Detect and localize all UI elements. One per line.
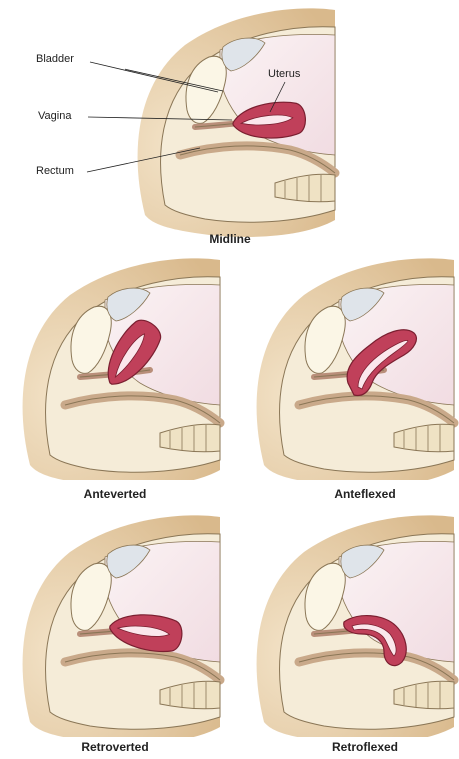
anteverted-illustration [10,255,225,480]
caption-midline: Midline [190,232,270,246]
rectum-label: Rectum [36,165,74,177]
retroflexed-panel [244,512,459,737]
bladder-label: Bladder [36,53,74,65]
caption-retroflexed: Retroflexed [310,740,420,754]
anteflexed-illustration [244,255,459,480]
caption-retroverted: Retroverted [60,740,170,754]
uterus-label: Uterus [268,68,300,80]
caption-anteverted: Anteverted [60,487,170,501]
anteflexed-panel [244,255,459,480]
anteverted-panel [10,255,225,480]
vagina-label: Vagina [38,110,71,122]
retroverted-illustration [10,512,225,737]
retroverted-panel [10,512,225,737]
retroflexed-illustration [244,512,459,737]
caption-anteflexed: Anteflexed [310,487,420,501]
